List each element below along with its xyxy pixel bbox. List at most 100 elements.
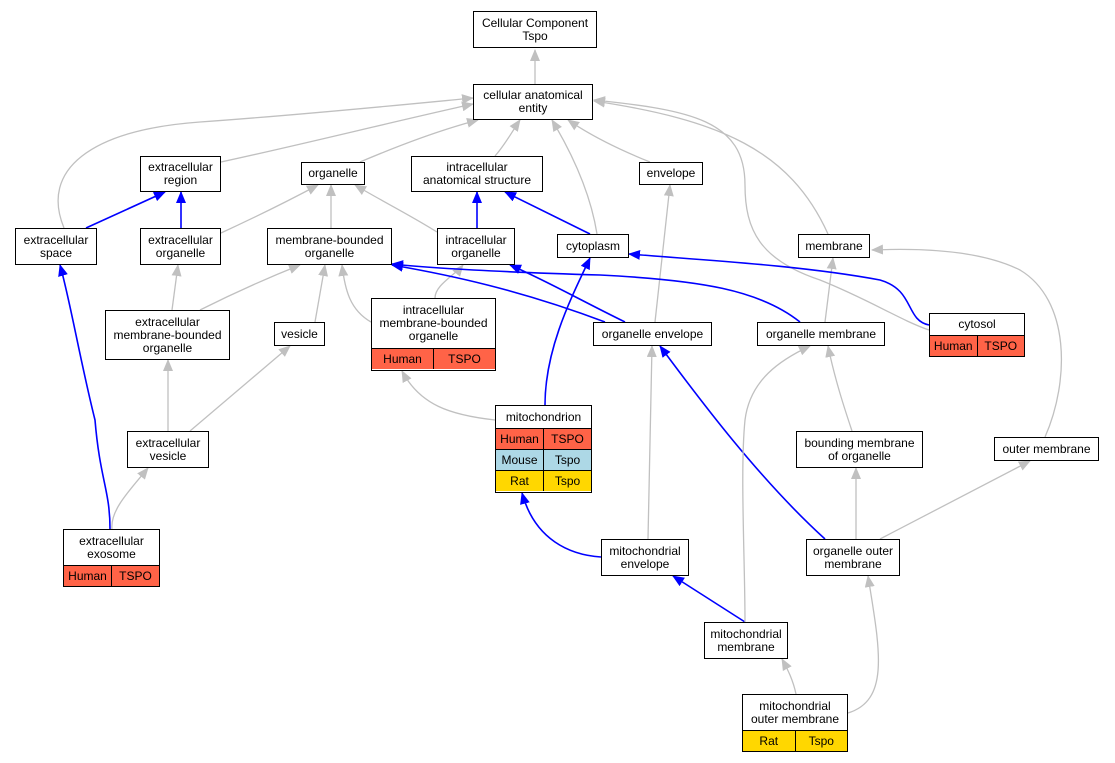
gene-cell: TSPO — [543, 428, 591, 450]
node-organelle-envelope[interactable]: organelle envelope — [593, 322, 712, 346]
edge-is-a — [199, 264, 301, 311]
node-outer-membrane[interactable]: outer membrane — [994, 437, 1099, 461]
annotation-row: Human TSPO — [64, 565, 159, 586]
node-cellular-component-tspo[interactable]: Cellular Component Tspo — [473, 11, 597, 48]
species-cell: Rat — [743, 730, 795, 751]
edge-part-of — [628, 249, 930, 326]
gene-cell: Tspo — [543, 470, 591, 491]
edge-is-a — [825, 345, 853, 432]
node-label: mitochondrion — [505, 409, 582, 424]
node-mitochondrial-membrane[interactable]: mitochondrial membrane — [704, 622, 788, 659]
edge-is-a — [314, 264, 329, 323]
node-organelle-membrane[interactable]: organelle membrane — [757, 322, 885, 346]
edge-part-of — [520, 492, 602, 558]
node-extracellular-space[interactable]: extracellular space — [15, 228, 97, 265]
node-label: envelope — [646, 166, 696, 180]
node-label: intracellular anatomical structure — [422, 160, 532, 187]
annotation-table: Human TSPO Mouse Tspo Rat Tspo — [496, 428, 591, 491]
edge-is-a — [567, 119, 651, 163]
species-cell: Human — [372, 348, 434, 369]
edge-is-a — [593, 97, 829, 235]
annotation-row: Rat Tspo — [743, 730, 847, 751]
species-cell: Human — [496, 428, 544, 450]
node-label: mitochondrial membrane — [710, 626, 782, 654]
edge-is-a — [189, 345, 291, 432]
species-cell: Human — [930, 335, 977, 356]
node-cytosol[interactable]: cytosol Human TSPO — [929, 313, 1025, 357]
node-label: organelle envelope — [601, 326, 704, 341]
node-bounding-membrane-of-organelle[interactable]: bounding membrane of organelle — [796, 431, 923, 468]
node-extracellular-organelle[interactable]: extracellular organelle — [140, 228, 221, 265]
node-mitochondrial-envelope[interactable]: mitochondrial envelope — [601, 539, 689, 576]
edge-is-a — [654, 184, 674, 323]
edge-is-a — [220, 101, 474, 163]
node-label: intracellular membrane-bounded organelle — [379, 303, 488, 343]
edge-is-a — [434, 264, 464, 299]
edge-part-of — [544, 257, 591, 406]
edge-is-a — [824, 257, 837, 323]
node-intracellular-anatomical-structure[interactable]: intracellular anatomical structure — [411, 156, 543, 192]
edge-is-a — [593, 96, 930, 331]
edge-is-a — [847, 575, 880, 714]
node-label: extracellular vesicle — [135, 435, 201, 463]
node-label: bounding membrane of organelle — [804, 435, 915, 463]
annotation-row: Rat Tspo — [496, 470, 591, 491]
edge-part-of — [672, 575, 746, 623]
node-mitochondrion[interactable]: mitochondrion Human TSPO Mouse Tspo Rat … — [495, 405, 592, 493]
gene-cell: TSPO — [111, 565, 159, 586]
species-cell: Human — [64, 565, 112, 586]
annotation-table: Rat Tspo — [743, 730, 847, 751]
edge-is-a — [359, 117, 479, 163]
annotation-row: Human TSPO — [930, 335, 1024, 356]
node-label: extracellular space — [23, 232, 89, 260]
node-extracellular-region[interactable]: extracellular region — [140, 156, 221, 192]
node-label: membrane-bounded organelle — [275, 232, 384, 260]
node-label: mitochondrial envelope — [609, 543, 681, 571]
node-mitochondrial-outer-membrane[interactable]: mitochondrial outer membrane Rat Tspo — [742, 694, 848, 752]
node-organelle[interactable]: organelle — [301, 162, 365, 185]
gene-cell: TSPO — [976, 335, 1024, 356]
gene-cell: Tspo — [794, 730, 847, 751]
node-membrane-bounded-organelle[interactable]: membrane-bounded organelle — [267, 228, 392, 265]
node-cellular-anatomical-entity[interactable]: cellular anatomical entity — [473, 84, 593, 120]
edge-is-a — [781, 658, 797, 695]
annotation-table: Human TSPO — [930, 335, 1024, 356]
edge-is-a — [879, 460, 1031, 540]
node-label: extracellular membrane-bounded organelle — [113, 314, 222, 355]
node-label: extracellular exosome — [79, 533, 144, 561]
node-label: intracellular organelle — [445, 232, 507, 260]
node-intracellular-organelle[interactable]: intracellular organelle — [437, 228, 515, 265]
annotation-table: Human TSPO — [372, 348, 495, 369]
edge-is-a — [742, 345, 811, 623]
node-envelope[interactable]: envelope — [639, 162, 703, 185]
edge-is-a — [551, 119, 598, 235]
edge-part-of — [85, 191, 166, 229]
node-label: outer membrane — [1002, 441, 1091, 456]
node-extracellular-membrane-bounded-organelle[interactable]: extracellular membrane-bounded organelle — [105, 310, 230, 360]
node-label: cytosol — [958, 317, 996, 331]
gene-cell: Tspo — [543, 449, 591, 471]
node-extracellular-vesicle[interactable]: extracellular vesicle — [127, 431, 209, 468]
node-label: membrane — [805, 238, 863, 253]
species-cell: Rat — [496, 470, 544, 491]
gene-cell: TSPO — [433, 348, 495, 369]
annotation-row: Human TSPO — [496, 428, 591, 450]
node-extracellular-exosome[interactable]: extracellular exosome Human TSPO — [63, 529, 160, 587]
edge-part-of — [659, 345, 826, 540]
node-label: cytoplasm — [565, 238, 621, 253]
edge-is-a — [871, 244, 1063, 438]
node-label: vesicle — [281, 326, 318, 341]
edge-part-of — [58, 264, 111, 530]
node-organelle-outer-membrane[interactable]: organelle outer membrane — [806, 539, 900, 576]
node-vesicle[interactable]: vesicle — [274, 322, 325, 346]
node-membrane[interactable]: membrane — [798, 234, 870, 258]
node-cytoplasm[interactable]: cytoplasm — [557, 234, 629, 258]
node-intracellular-membrane-bounded-organelle[interactable]: intracellular membrane-bounded organelle… — [371, 298, 496, 371]
edge-part-of — [509, 264, 626, 323]
edge-part-of — [504, 191, 591, 235]
node-label: cellular anatomical entity — [483, 88, 583, 115]
annotation-row: Human TSPO — [372, 348, 495, 369]
edge-is-a — [171, 264, 182, 311]
